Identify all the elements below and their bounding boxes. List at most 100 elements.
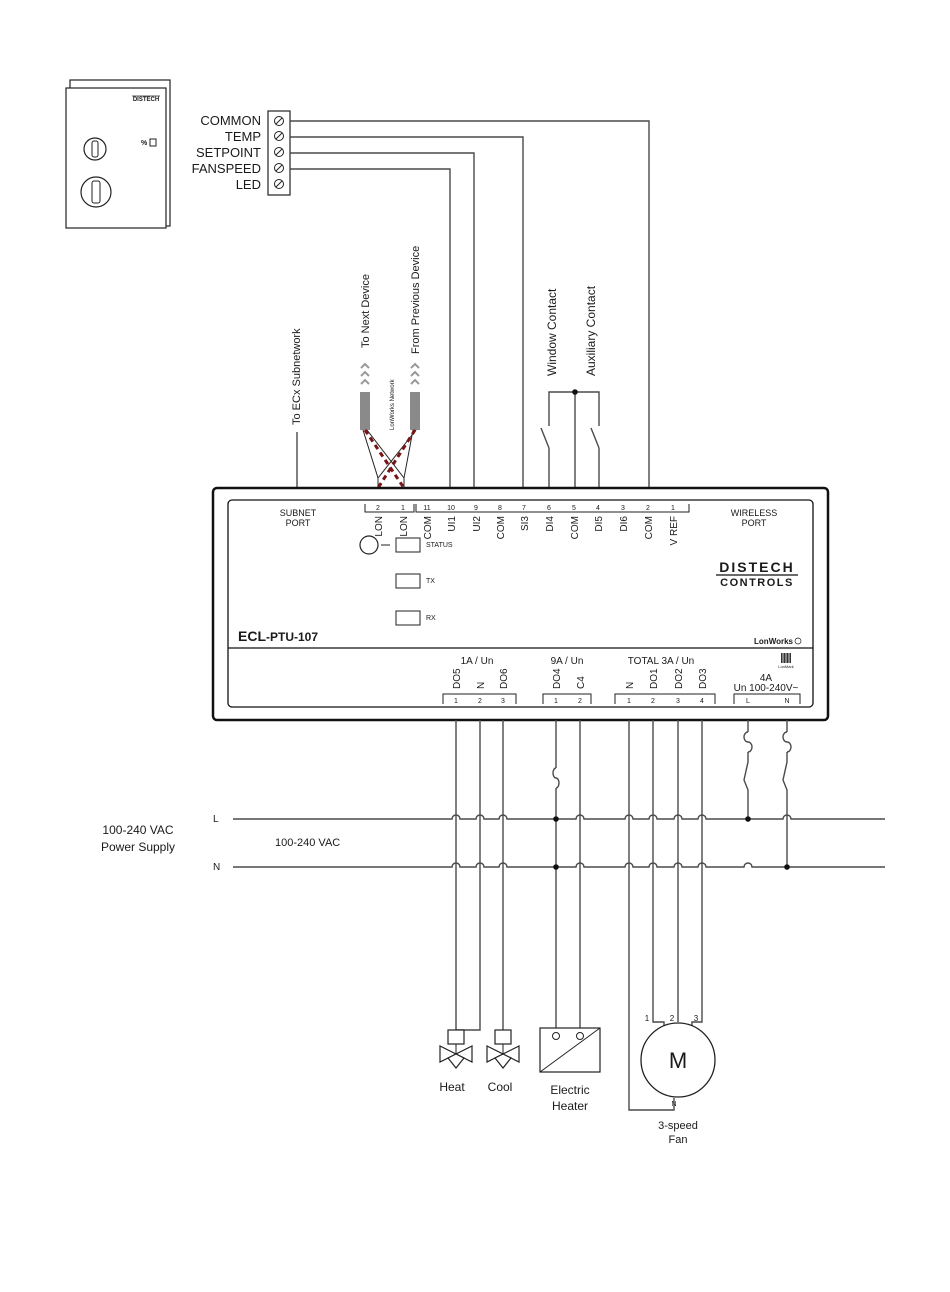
top-terminal-label: COM: [644, 516, 655, 539]
top-terminal-number: 9: [474, 505, 478, 512]
top-terminal-number: 2: [376, 505, 380, 512]
top-terminal-number: 8: [498, 505, 502, 512]
top-terminal-label: COM: [423, 516, 434, 539]
heat-label: Heat: [439, 1080, 465, 1094]
tx-led-label: TX: [426, 578, 435, 585]
heater-label-line2: Heater: [552, 1099, 588, 1113]
ecx-subnetwork-label: To ECx Subnetwork: [291, 328, 303, 425]
lonmark-icon: LonMark: [778, 653, 794, 669]
previous-device-cable: [410, 392, 420, 430]
cool-label: Cool: [488, 1080, 513, 1094]
to-next-device-label: To Next Device: [360, 274, 372, 348]
line-l-label: L: [213, 814, 219, 825]
motor-terminal-2: 2: [670, 1014, 675, 1023]
contacts: Window Contact Auxiliary Contact: [540, 285, 600, 504]
sensor-indicator: %: [141, 140, 148, 147]
power-supply: 100-240 VAC Power Supply 100-240 VAC L N: [101, 814, 885, 873]
rx-led-label: RX: [426, 615, 436, 622]
top-terminal-label: UI1: [447, 516, 458, 532]
group1-rating: 1A / Un: [461, 656, 494, 667]
power-supply-line2: Power Supply: [101, 840, 175, 854]
wireless-port-line2: PORT: [742, 518, 767, 528]
bottom-terminal-number: 4: [700, 698, 704, 705]
terminal-temp-label: TEMP: [225, 129, 261, 144]
bottom-terminal-number: 3: [501, 698, 505, 705]
from-previous-device-label: From Previous Device: [410, 246, 422, 354]
status-led-label: STATUS: [426, 542, 453, 549]
window-contact-label: Window Contact: [545, 288, 559, 376]
bottom-terminal-label: DO5: [452, 668, 463, 689]
top-terminal-label: UI2: [472, 516, 483, 532]
motor-symbol: M: [669, 1048, 687, 1073]
top-terminal-number: 10: [447, 505, 455, 512]
subnet-port-line1: SUBNET: [280, 508, 317, 518]
terminal-led-label: LED: [236, 177, 261, 192]
top-terminal-row: 2LON1LON11COM10UI19UI28COM7SI36DI45COM4D…: [374, 505, 680, 545]
bottom-terminal-number: N: [784, 698, 789, 705]
fan-label-line1: 3-speed: [658, 1120, 698, 1132]
bottom-terminal-number: 1: [627, 698, 631, 705]
group4-voltage: Un 100-240V~: [734, 683, 799, 694]
motor-terminal-1: 1: [645, 1014, 650, 1023]
top-terminal-number: 5: [572, 505, 576, 512]
bottom-terminal-number: 3: [676, 698, 680, 705]
cool-valve: Cool: [486, 1029, 520, 1094]
network-wiring: To ECx Subnetwork To Next Device From Pr…: [291, 246, 422, 489]
top-terminal-number: 1: [401, 505, 405, 512]
top-terminal-number: 6: [547, 505, 551, 512]
lonmark-label: LonMark: [778, 664, 794, 669]
next-device-arrow-icon: [360, 362, 370, 385]
bottom-terminal-number: 2: [478, 698, 482, 705]
controller: SUBNET PORT WIRELESS PORT 2LON1LON11COM1…: [211, 486, 830, 722]
bottom-terminal-label: DO2: [674, 668, 685, 689]
top-terminal-number: 7: [522, 505, 526, 512]
bottom-terminal-number: 2: [578, 698, 582, 705]
sensor-terminal-block: COMMON TEMP SETPOINT FANSPEED LED: [192, 110, 291, 196]
lonworks-logo: LonWorks: [754, 637, 794, 646]
top-terminal-number: 3: [621, 505, 625, 512]
electric-heater: Electric Heater: [539, 1027, 601, 1113]
sensor-wires: [290, 120, 650, 504]
previous-device-arrow-icon: [410, 362, 420, 385]
status-button-icon: [359, 535, 379, 555]
top-terminal-label: V REF: [669, 516, 680, 545]
bottom-terminal-number: L: [746, 698, 750, 705]
tx-led: [395, 573, 421, 589]
top-terminal-label: DI4: [545, 516, 556, 532]
bottom-terminal-label: DO6: [499, 668, 510, 689]
group3-rating: TOTAL 3A / Un: [628, 656, 695, 667]
motor-neutral-label: N: [671, 1101, 676, 1108]
bottom-terminal-label: C4: [576, 676, 587, 689]
model-name: ECL-PTU-107: [238, 628, 318, 644]
lonworks-network-label: LonWorks Network: [390, 378, 396, 430]
auxiliary-contact-label: Auxiliary Contact: [584, 285, 598, 376]
sensor-badge: DISTECH: [133, 97, 159, 103]
group4-rating: 4A: [760, 673, 773, 684]
bottom-terminal-label: DO4: [552, 668, 563, 689]
top-terminal-label: LON: [374, 516, 385, 537]
top-terminal-label: SI3: [520, 516, 531, 531]
wall-sensor: DISTECH %: [65, 79, 171, 229]
bottom-terminal-number: 1: [454, 698, 458, 705]
group2-rating: 9A / Un: [551, 656, 584, 667]
top-terminal-label: COM: [570, 516, 581, 539]
bottom-terminal-label: DO1: [649, 668, 660, 689]
bottom-terminal-number: 1: [554, 698, 558, 705]
output-wiring: [455, 720, 792, 1111]
subnet-port-line2: PORT: [286, 518, 311, 528]
terminal-common-label: COMMON: [200, 113, 261, 128]
power-supply-line1: 100-240 VAC: [102, 823, 173, 837]
line-n-label: N: [213, 862, 220, 873]
brand-subname: CONTROLS: [720, 577, 794, 589]
brand-name: DISTECH: [719, 559, 794, 575]
heater-label-line1: Electric: [550, 1083, 589, 1097]
status-led: [395, 537, 421, 553]
fan-motor: M 1 2 3 N 3-speed Fan: [640, 1014, 716, 1146]
top-terminal-number: 1: [671, 505, 675, 512]
bottom-terminal-label: N: [476, 682, 487, 689]
terminal-fanspeed-label: FANSPEED: [192, 161, 261, 176]
top-terminal-number: 11: [423, 505, 430, 512]
top-terminal-label: LON: [399, 516, 410, 537]
